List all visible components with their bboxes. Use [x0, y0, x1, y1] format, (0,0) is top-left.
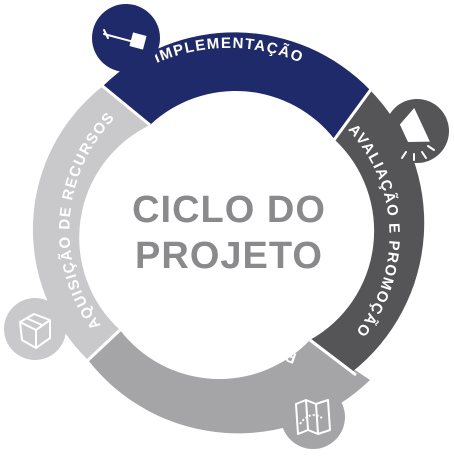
map-icon: [281, 385, 345, 449]
segment-implementacao: [103, 32, 370, 140]
box-icon: [4, 298, 66, 360]
segment-avaliacao: [310, 90, 425, 372]
center-title-line2: PROJETO: [135, 235, 323, 277]
center-title-line1: CICLO DO: [132, 189, 326, 231]
megaphone-icon: [385, 99, 449, 163]
segment-aquisicao: [32, 59, 150, 360]
hammer-icon: [92, 4, 160, 72]
center-circle: [105, 106, 353, 354]
segment-separators: [84, 82, 374, 377]
